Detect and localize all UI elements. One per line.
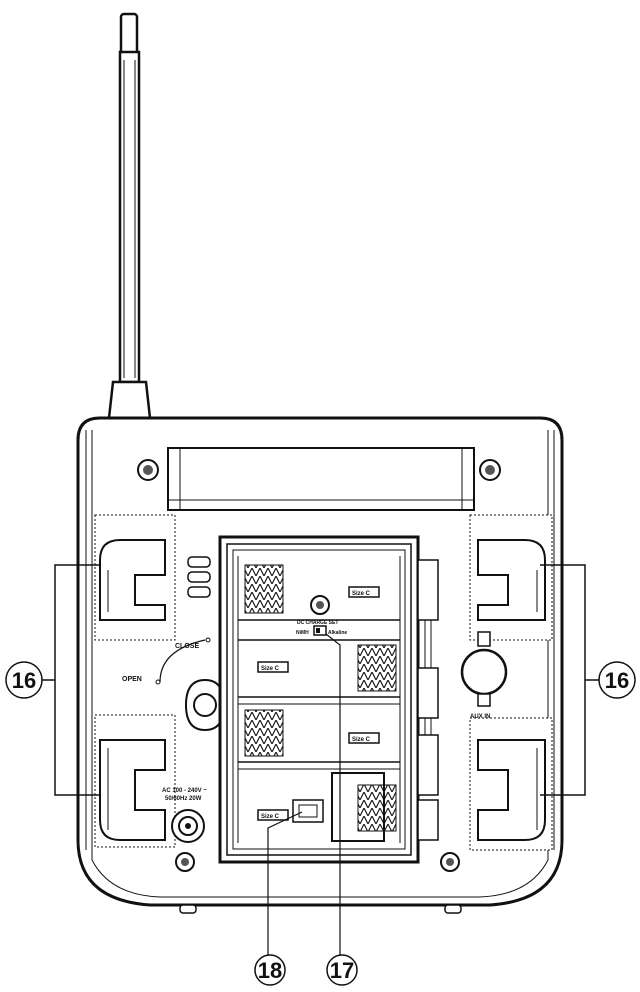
handle-left-upper xyxy=(94,514,176,641)
callout-line-17 xyxy=(325,633,341,956)
close-label: CLOSE xyxy=(175,643,199,650)
dc-switch-title: DC CHARGE SET xyxy=(297,620,338,626)
open-label: OPEN xyxy=(122,676,142,683)
callout-16-left-number: 16 xyxy=(12,668,36,693)
callout-18-number: 18 xyxy=(258,958,282,983)
callout-line-18 xyxy=(267,811,303,956)
antenna xyxy=(107,12,152,420)
vent-slots xyxy=(187,556,211,598)
callout-17-number: 17 xyxy=(330,958,354,983)
battery-type-socket xyxy=(292,799,324,823)
battery-size-label-4: Size C xyxy=(261,814,280,820)
callout-16-right: 16 xyxy=(598,661,636,699)
screw-bottom-right xyxy=(440,852,460,872)
dc-charge-switch xyxy=(313,625,327,636)
aux-in-label: AUX IN xyxy=(470,714,490,720)
callout-16-left: 16 xyxy=(5,661,43,699)
handle-right-lower xyxy=(469,717,553,851)
screw-bottom-left xyxy=(175,852,195,872)
ac-power-rating-line1: AC 100 - 240V ~ xyxy=(162,788,207,794)
callout-bracket-right xyxy=(540,564,600,796)
battery-cover-latch xyxy=(155,637,226,732)
battery-size-label-2: Size C xyxy=(261,666,280,672)
screw-top-left xyxy=(137,459,159,481)
dc-switch-nimh: NiMH xyxy=(296,630,309,636)
battery-size-label-1: Size C xyxy=(352,591,371,597)
ac-power-jack xyxy=(171,809,205,843)
battery-size-label-3: Size C xyxy=(352,737,371,743)
dc-switch-alkaline: Alkaline xyxy=(328,630,347,636)
ac-power-rating-line2: 50/60Hz 20W xyxy=(165,796,202,802)
aux-in-jack xyxy=(460,631,508,707)
callout-16-right-number: 16 xyxy=(605,668,629,693)
handle-left-lower xyxy=(94,714,176,848)
callout-18: 18 xyxy=(254,954,286,986)
battery-compartment xyxy=(218,535,439,864)
screw-top-right xyxy=(479,459,501,481)
handle-right-upper xyxy=(469,514,553,641)
callout-17: 17 xyxy=(326,954,358,986)
